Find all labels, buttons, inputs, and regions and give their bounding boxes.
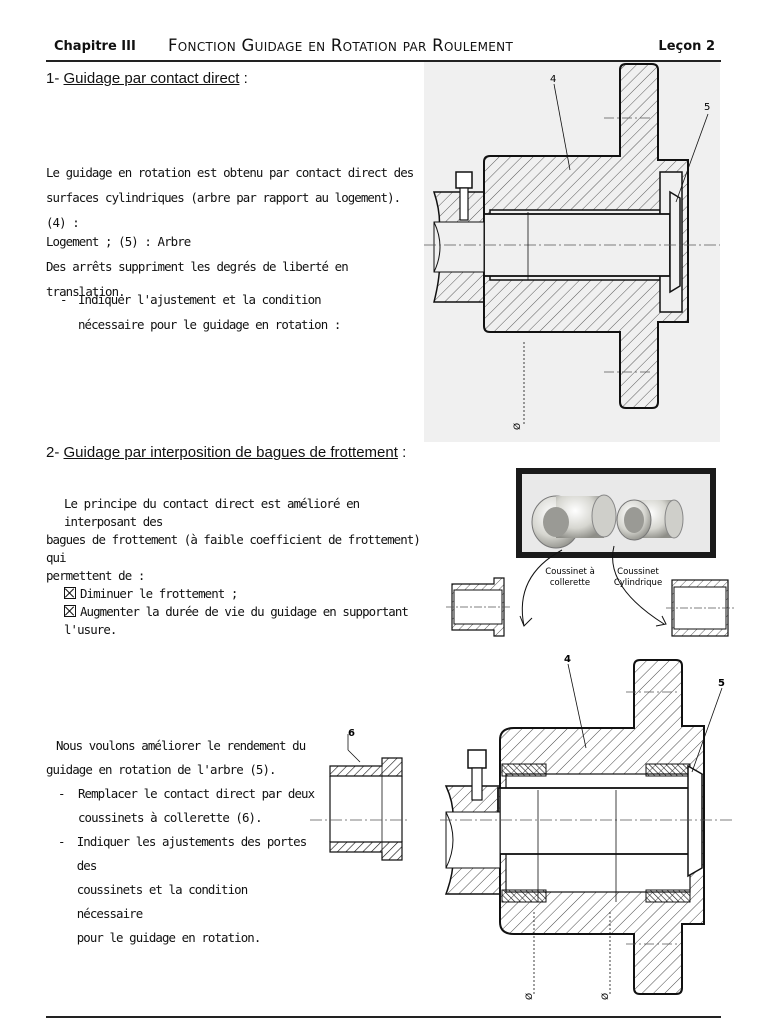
task-line: coussinets et la condition nécessaire [76, 882, 248, 921]
lesson-label: Leçon 2 [658, 39, 715, 54]
check-item: Diminuer le frottement ; [46, 585, 436, 603]
paragraph-line: surfaces cylindriques (arbre par rapport… [46, 190, 401, 230]
paragraph-line: Le guidage en rotation est obtenu par co… [46, 165, 414, 180]
task-item: - Remplacer le contact direct par deux c… [46, 782, 316, 830]
label-5: 5 [704, 102, 710, 113]
label-6: 6 [348, 728, 355, 739]
task-line: Indiquer les ajustements des portes des [76, 834, 307, 873]
label-5b: 5 [718, 678, 725, 689]
label-cyl-2: Cylindrique [614, 578, 662, 588]
paragraph-line: Le principe du contact direct est amélio… [64, 496, 360, 529]
figure-flanged-bush: 6 [310, 728, 410, 861]
task-line: pour le guidage en rotation. [76, 930, 262, 945]
diameter-symbol-2: Ø [600, 993, 611, 1000]
paragraph-line: Des arrêts suppriment les degrés de libe… [46, 259, 349, 299]
figure-bushings: Coussinet à collerette Coussinet Cylindr… [446, 468, 734, 637]
figure-direct-contact: Ø 4 5 [424, 62, 720, 442]
figure-assembly-bushes: Ø Ø 4 5 [440, 654, 732, 1000]
task-item: - Indiquer les ajustements des portes de… [46, 830, 316, 950]
section-2-title: Guidage par interposition de bagues de f… [63, 444, 398, 461]
check-item-label: Augmenter la durée de vie du guidage en … [64, 604, 409, 637]
check-item-label: Diminuer le frottement ; [80, 586, 238, 601]
paragraph-line: Logement ; (5) : Arbre [46, 234, 191, 249]
paragraph-line: Nous voulons améliorer le rendement du [56, 738, 306, 753]
question-line: Indiquer l'ajustement et la condition [78, 292, 322, 307]
label-flanged-1: Coussinet à [545, 567, 595, 577]
paragraph-line: guidage en rotation de l'arbre (5). [46, 762, 276, 777]
check-item: Augmenter la durée de vie du guidage en … [46, 603, 436, 639]
checked-box-icon [64, 587, 76, 599]
chapter-label: Chapitre III [54, 39, 136, 54]
diameter-symbol: Ø [512, 423, 523, 430]
label-cyl-1: Coussinet [617, 567, 659, 577]
chapter-title: Fonction Guidage en Rotation par Rouleme… [168, 36, 514, 55]
section-2-colon: : [397, 444, 407, 461]
section-2-text: Le principe du contact direct est amélio… [46, 495, 436, 639]
paragraph-line: bagues de frottement (à faible coefficie… [46, 532, 421, 565]
section-2-number: 2- [46, 444, 60, 461]
label-4: 4 [550, 74, 556, 85]
label-flanged-2: collerette [550, 578, 590, 588]
label-4b: 4 [564, 654, 571, 665]
section-1-title: Guidage par contact direct [63, 70, 240, 87]
section-1-text: Le guidage en rotation est obtenu par co… [46, 160, 426, 304]
task-line: Remplacer le contact direct par deux [78, 786, 315, 801]
page-header: Chapitre III Fonction Guidage en Rotatio… [46, 36, 721, 62]
checked-box-icon [64, 605, 76, 617]
question-line: nécessaire pour le guidage en rotation : [78, 317, 341, 332]
section-1-colon: : [239, 70, 248, 87]
section-1-number: 1- [46, 70, 60, 87]
section-1-question: - Indiquer l'ajustement et la condition … [60, 287, 360, 337]
diameter-symbol-1: Ø [524, 993, 535, 1000]
task-line: coussinets à collerette (6). [78, 810, 263, 825]
footer-rule [46, 1016, 721, 1018]
paragraph-line: permettent de : [46, 568, 145, 583]
section-2-heading: 2- Guidage par interposition de bagues d… [46, 444, 406, 461]
section-1-heading: 1- Guidage par contact direct : [46, 70, 248, 87]
section-3-text: Nous voulons améliorer le rendement du g… [46, 734, 316, 950]
